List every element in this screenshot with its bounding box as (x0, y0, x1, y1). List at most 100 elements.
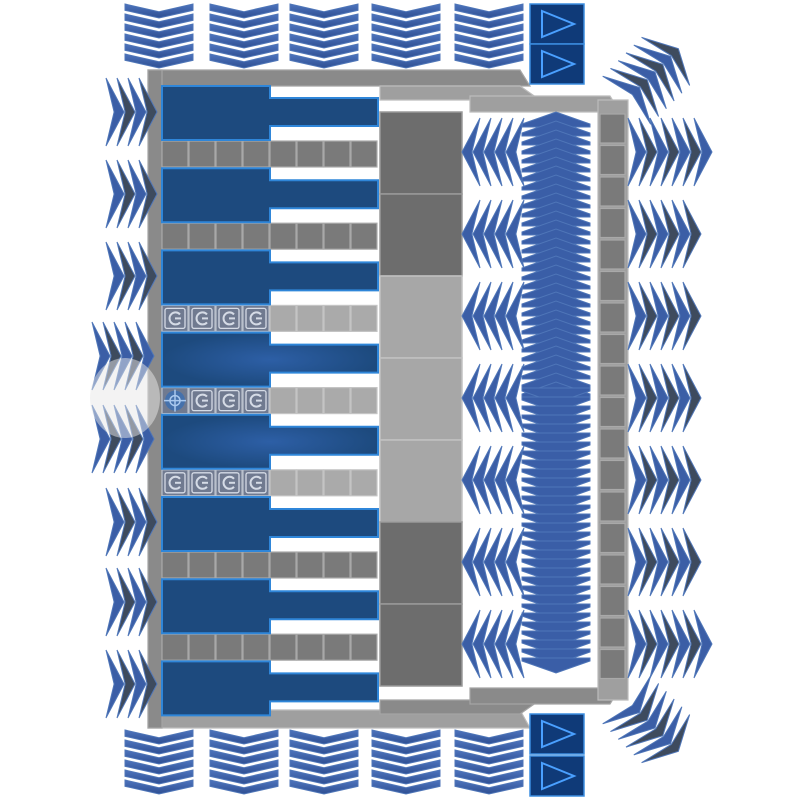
chevron-stack-left[interactable] (105, 487, 158, 557)
chevron-stack-left[interactable] (105, 77, 158, 147)
module-block[interactable] (161, 85, 379, 141)
grid-cell[interactable] (161, 633, 189, 661)
bay-slot[interactable] (379, 193, 463, 277)
chevron-stack-right[interactable] (627, 117, 713, 187)
grid-cell[interactable] (161, 304, 189, 332)
grid-cell[interactable] (296, 140, 324, 168)
grid-cell[interactable] (161, 140, 189, 168)
chevron-stack-middle[interactable] (461, 445, 525, 515)
chevron-stack-bottom[interactable] (124, 729, 194, 795)
play-button[interactable] (529, 3, 585, 45)
chevron-stack-middle[interactable] (461, 117, 525, 187)
grid-cell[interactable] (188, 140, 216, 168)
bay-slot[interactable] (379, 275, 463, 359)
chevron-stack-middle[interactable] (461, 527, 525, 597)
chevron-stack-bottom[interactable] (289, 729, 359, 795)
chevron-stack-left[interactable] (105, 649, 158, 719)
grid-cell[interactable] (323, 387, 351, 415)
chevron-stack-bottom[interactable] (454, 729, 524, 795)
chevron-stack-right[interactable] (627, 445, 702, 515)
grid-cell[interactable] (269, 387, 297, 415)
grid-cell[interactable] (188, 633, 216, 661)
grid-cell[interactable] (215, 387, 243, 415)
grid-cell[interactable] (350, 551, 378, 579)
grid-cell[interactable] (269, 304, 297, 332)
grid-cell[interactable] (350, 304, 378, 332)
grid-cell[interactable] (242, 140, 270, 168)
grid-cell[interactable] (350, 633, 378, 661)
grid-cell[interactable] (188, 551, 216, 579)
grid-cell[interactable] (215, 633, 243, 661)
grid-cell[interactable] (215, 222, 243, 250)
chevron-stack-left[interactable] (105, 159, 158, 229)
chevron-stack-middle[interactable] (461, 199, 525, 269)
bay-slot[interactable] (379, 521, 463, 605)
grid-cell[interactable] (215, 304, 243, 332)
grid-cell[interactable] (188, 222, 216, 250)
grid-cell[interactable] (296, 469, 324, 497)
grid-cell[interactable] (242, 633, 270, 661)
grid-cell[interactable] (350, 222, 378, 250)
chevron-stack-middle[interactable] (461, 609, 525, 679)
chevron-stack-middle[interactable] (461, 363, 525, 433)
grid-cell[interactable] (350, 469, 378, 497)
grid-cell[interactable] (350, 387, 378, 415)
grid-cell[interactable] (269, 222, 297, 250)
grid-cell[interactable] (269, 551, 297, 579)
chevron-stack-top[interactable] (289, 3, 359, 69)
chevron-stack-top[interactable] (209, 3, 279, 69)
play-button[interactable] (529, 755, 585, 797)
grid-cell[interactable] (242, 222, 270, 250)
grid-cell[interactable] (242, 551, 270, 579)
chevron-stack-corner[interactable] (602, 25, 703, 125)
grid-cell[interactable] (323, 633, 351, 661)
play-button[interactable] (529, 43, 585, 85)
grid-cell[interactable] (188, 387, 216, 415)
module-block[interactable] (161, 496, 379, 552)
grid-cell[interactable] (323, 222, 351, 250)
module-block[interactable] (161, 167, 379, 224)
chevron-stack-top[interactable] (454, 3, 524, 69)
grid-cell[interactable] (296, 222, 324, 250)
grid-cell[interactable] (323, 551, 351, 579)
grid-cell[interactable] (161, 387, 189, 415)
grid-cell[interactable] (188, 469, 216, 497)
chevron-stack-right[interactable] (627, 199, 702, 269)
chevron-stack-bottom[interactable] (209, 729, 279, 795)
grid-cell[interactable] (350, 140, 378, 168)
grid-cell[interactable] (269, 633, 297, 661)
grid-cell[interactable] (161, 222, 189, 250)
grid-cell[interactable] (269, 469, 297, 497)
bay-slot[interactable] (379, 603, 463, 687)
grid-cell[interactable] (215, 469, 243, 497)
chevron-stack-right[interactable] (627, 281, 702, 351)
chevron-stack-middle[interactable] (461, 281, 525, 351)
chevron-stack-right[interactable] (627, 363, 702, 433)
module-block[interactable] (161, 660, 379, 717)
chevron-stack-left[interactable] (105, 567, 158, 637)
bay-slot[interactable] (379, 439, 463, 523)
grid-cell[interactable] (296, 387, 324, 415)
grid-cell[interactable] (296, 633, 324, 661)
chevron-stack-corner[interactable] (602, 675, 703, 776)
grid-cell[interactable] (161, 469, 189, 497)
bay-slot[interactable] (379, 357, 463, 441)
play-button[interactable] (529, 713, 585, 755)
grid-cell[interactable] (215, 551, 243, 579)
grid-cell[interactable] (269, 140, 297, 168)
grid-cell[interactable] (242, 469, 270, 497)
chevron-stack-right[interactable] (627, 527, 702, 597)
module-block[interactable] (161, 413, 379, 470)
grid-cell[interactable] (188, 304, 216, 332)
grid-cell[interactable] (296, 551, 324, 579)
chevron-column[interactable] (521, 111, 591, 674)
module-block[interactable] (161, 249, 379, 306)
chevron-stack-top[interactable] (371, 3, 441, 69)
chevron-stack-bottom[interactable] (371, 729, 441, 795)
module-block[interactable] (161, 331, 379, 388)
grid-cell[interactable] (323, 469, 351, 497)
grid-cell[interactable] (296, 304, 324, 332)
grid-cell[interactable] (323, 140, 351, 168)
grid-cell[interactable] (161, 551, 189, 579)
chevron-stack-right[interactable] (627, 609, 713, 679)
